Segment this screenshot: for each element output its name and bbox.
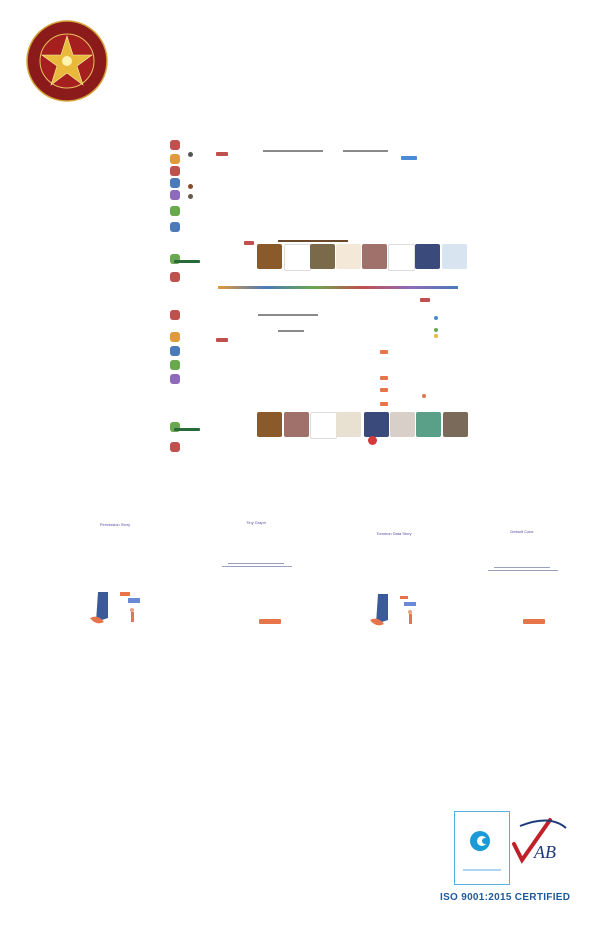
thumbnail[interactable] (364, 412, 389, 437)
university-seal-logo (26, 20, 108, 102)
feature-title: Default Color (510, 529, 534, 534)
cta-button[interactable] (523, 619, 545, 624)
app-screenshot-bottom (168, 286, 468, 454)
cert-logo-icon (463, 831, 501, 871)
status-dot (434, 316, 438, 320)
sidebar-icon (170, 346, 180, 356)
thumbnail[interactable] (388, 244, 415, 271)
sidebar-icon (170, 272, 180, 282)
seal-icon (26, 20, 108, 102)
sidebar-icon (170, 332, 180, 342)
status-dot (188, 194, 193, 199)
thumbnail[interactable] (257, 412, 282, 437)
header-text (258, 314, 318, 316)
color-strip (218, 286, 458, 289)
feature-title: Tommon Data Story (376, 531, 412, 536)
tag (380, 376, 388, 380)
badge (401, 156, 417, 160)
thumbnail[interactable] (336, 412, 361, 437)
thumbnail[interactable] (336, 244, 361, 269)
sidebar-icon (170, 222, 180, 232)
record-icon[interactable] (368, 436, 377, 445)
tag (380, 388, 388, 392)
badge (420, 298, 430, 302)
person-illustration (86, 588, 146, 628)
tag (380, 350, 388, 354)
checkmark-icon: AB (512, 818, 567, 864)
text-line (488, 570, 558, 571)
text-line (222, 566, 292, 567)
sidebar-icon (170, 206, 180, 216)
toolbar-text (263, 150, 323, 152)
label-bar (174, 260, 200, 263)
thumbnail[interactable] (284, 412, 309, 437)
badge (216, 152, 228, 156)
thumbnail[interactable] (310, 244, 335, 269)
sidebar-icon (170, 254, 180, 264)
badge (216, 338, 228, 342)
illustration-icon (90, 592, 140, 624)
thumbnail[interactable] (284, 244, 311, 271)
sidebar-icon (170, 374, 180, 384)
text-line (494, 567, 550, 568)
toolbar-text (343, 150, 388, 152)
thumbnail[interactable] (442, 244, 467, 269)
toolbar-text (278, 240, 348, 242)
iso-brand: AB (533, 842, 556, 862)
sidebar-icon (170, 422, 180, 432)
iso-certified-label: ISO 9001:2015 CERTIFIED (440, 892, 571, 903)
status-dot (188, 152, 193, 157)
certification-mark (454, 811, 510, 885)
thumbnail[interactable] (362, 244, 387, 269)
badge (244, 241, 254, 245)
thumbnail[interactable] (443, 412, 468, 437)
person-illustration (366, 590, 426, 630)
thumbnail[interactable] (416, 412, 441, 437)
tag (380, 402, 388, 406)
feature-title: Tiny Graph (246, 520, 266, 525)
thumbnail[interactable] (310, 412, 337, 439)
app-screenshot-top (168, 136, 468, 286)
thumbnail[interactable] (390, 412, 415, 437)
sidebar-icon (170, 178, 180, 188)
cta-button[interactable] (259, 619, 281, 624)
header-text (278, 330, 304, 332)
sidebar-icon (170, 154, 180, 164)
status-dot (188, 184, 193, 189)
jab-logo: AB (510, 814, 568, 866)
sidebar-icon (170, 190, 180, 200)
feature-title: Permission Story (99, 522, 131, 527)
sidebar-icon (170, 166, 180, 176)
sidebar-icon (170, 310, 180, 320)
sidebar-icon (170, 442, 180, 452)
thumbnail[interactable] (257, 244, 282, 269)
status-dot (422, 394, 426, 398)
illustration-icon (370, 594, 416, 626)
text-line (228, 563, 284, 564)
status-dot (434, 334, 438, 338)
sidebar-icon (170, 360, 180, 370)
thumbnail[interactable] (415, 244, 440, 269)
sidebar-icon (170, 140, 180, 150)
label-bar (174, 428, 200, 431)
status-dot (434, 328, 438, 332)
